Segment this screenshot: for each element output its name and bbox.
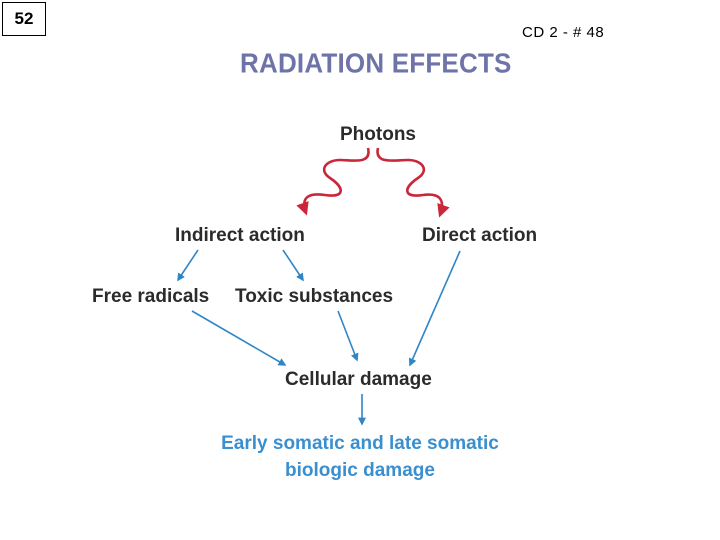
- node-biologic-damage: Early somatic and late somatic biologic …: [210, 430, 510, 484]
- node-photons: Photons: [340, 124, 416, 145]
- slide-reference: CD 2 - # 48: [522, 24, 605, 41]
- photon-to-indirect-arrow: [296, 147, 370, 216]
- photon-to-direct-arrow: [376, 147, 450, 218]
- direct-to-cellular-arrow: [408, 250, 461, 367]
- toxic-to-cellular-arrow: [337, 310, 359, 362]
- node-indirect-action: Indirect action: [175, 225, 305, 246]
- diagram-title: RADIATION EFFECTS: [240, 47, 512, 79]
- node-free-radicals: Free radicals: [92, 286, 210, 307]
- node-cellular-damage: Cellular damage: [285, 369, 432, 390]
- biologic-damage-line1: Early somatic and late somatic: [221, 433, 499, 454]
- indirect-to-free-radicals-arrow: [177, 249, 199, 282]
- slide-number: 52: [2, 2, 46, 36]
- indirect-to-toxic-arrow: [282, 249, 304, 282]
- biologic-damage-line2: biologic damage: [285, 460, 435, 481]
- node-toxic-substances: Toxic substances: [235, 286, 394, 307]
- node-direct-action: Direct action: [422, 225, 538, 246]
- free-radicals-to-cellular-arrow: [191, 310, 287, 366]
